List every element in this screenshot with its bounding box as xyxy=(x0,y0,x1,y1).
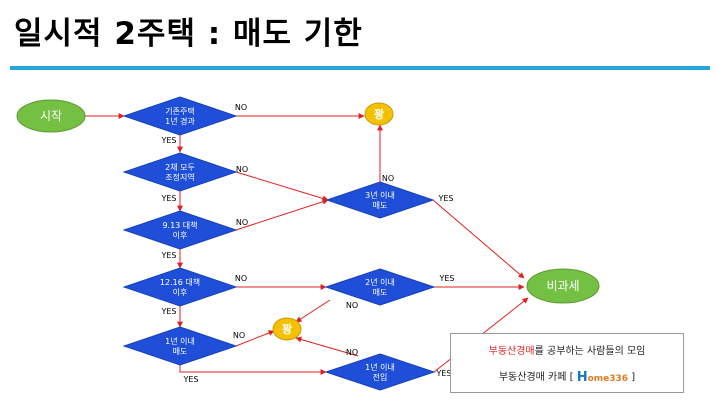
q5-line2: 매도 xyxy=(173,347,188,356)
note-highlight: 부동산경매 xyxy=(488,346,535,357)
q6-line1: 3년 이내 xyxy=(365,190,395,200)
note-line1-rest: 를 공부하는 사람들의 모임 xyxy=(534,346,646,357)
q4-line1: 12.16 대책 xyxy=(160,277,200,287)
end-label: 비과세 xyxy=(546,279,579,293)
q1-no-label: NO xyxy=(235,103,247,112)
decision-q2: 2채 모두 조정지역 xyxy=(122,152,238,192)
q4-line2: 이후 xyxy=(173,287,188,297)
title-underline xyxy=(10,66,710,70)
start-node: 시작 xyxy=(16,99,86,133)
q7-line1: 2년 이내 xyxy=(365,277,395,287)
q2-line1: 2채 모두 xyxy=(165,162,195,172)
pang-node-bottom: 꽝 xyxy=(272,317,302,341)
note-line-1: 부동산경매를 공부하는 사람들의 모임 xyxy=(451,342,683,357)
pang-bottom-label: 꽝 xyxy=(282,322,292,336)
edge-q3-no xyxy=(235,198,329,231)
q8-line1: 1년 이내 xyxy=(365,362,395,372)
q2-line2: 조정지역 xyxy=(165,172,194,182)
q3-yes-label: YES xyxy=(160,251,176,260)
q8-no-label: NO xyxy=(346,348,358,357)
q7-line2: 매도 xyxy=(373,288,388,297)
start-label: 시작 xyxy=(40,109,62,123)
q1-yes-label: YES xyxy=(160,136,176,145)
note-line-2: 부동산경매 카페 [ Home336 ] xyxy=(451,368,683,385)
decision-q8: 1년 이내 전입 xyxy=(324,353,436,391)
edge-q5-no xyxy=(235,330,275,347)
q6-yes-label: YES xyxy=(437,194,453,203)
decision-q6: 3년 이내 매도 xyxy=(325,181,435,219)
q8-yes-label: YES xyxy=(435,369,451,378)
home336-logo: Home336 xyxy=(576,369,629,385)
edge-q8-no xyxy=(295,336,359,357)
end-node: 비과세 xyxy=(526,268,600,304)
q2-yes-label: YES xyxy=(160,194,176,203)
edges xyxy=(85,113,529,375)
edge-q2-no xyxy=(235,171,329,202)
q7-yes-label: YES xyxy=(438,274,454,283)
q3-line1: 9.13 대책 xyxy=(162,220,197,230)
edge-q5-yes xyxy=(179,365,327,375)
q4-yes-label: YES xyxy=(160,307,176,316)
q5-no-label: NO xyxy=(233,331,245,340)
q1-line2: 1년 경과 xyxy=(165,116,195,126)
decision-q3: 9.13 대책 이후 xyxy=(122,210,238,250)
q8-line2: 전입 xyxy=(373,372,388,382)
edge-q6-yes xyxy=(432,199,525,279)
edge-labels: NO YES NO YES NO YES NO YES NO YES NO YE… xyxy=(160,103,454,384)
note-line2-suffix: ] xyxy=(631,372,636,383)
q3-no-label: NO xyxy=(236,218,248,227)
edge-q7-no xyxy=(295,299,331,323)
q7-no-label: NO xyxy=(346,301,358,310)
q5-yes-label: YES xyxy=(182,375,198,384)
pang-node-top: 꽝 xyxy=(364,102,394,126)
q2-no-label: NO xyxy=(236,165,248,174)
decision-q5: 1년 이내 매도 xyxy=(122,326,238,366)
decision-q1: 기존주택 1년 경과 xyxy=(122,96,238,136)
q6-no-label: NO xyxy=(382,174,394,183)
decision-q4: 12.16 대책 이후 xyxy=(122,267,238,307)
q3-line2: 이후 xyxy=(173,230,188,240)
decision-q7: 2년 이내 매도 xyxy=(324,268,436,306)
cafe-note-box: 부동산경매를 공부하는 사람들의 모임 부동산경매 카페 [ Home336 ] xyxy=(450,333,684,393)
q4-no-label: NO xyxy=(235,274,247,283)
pang-top-label: 꽝 xyxy=(374,107,384,121)
q1-line1: 기존주택 xyxy=(165,106,194,116)
q6-line2: 매도 xyxy=(373,201,388,210)
note-line2-prefix: 부동산경매 카페 [ xyxy=(498,372,574,383)
page-title: 일시적 2주택 : 매도 기한 xyxy=(14,16,363,52)
q5-line1: 1년 이내 xyxy=(165,336,195,346)
